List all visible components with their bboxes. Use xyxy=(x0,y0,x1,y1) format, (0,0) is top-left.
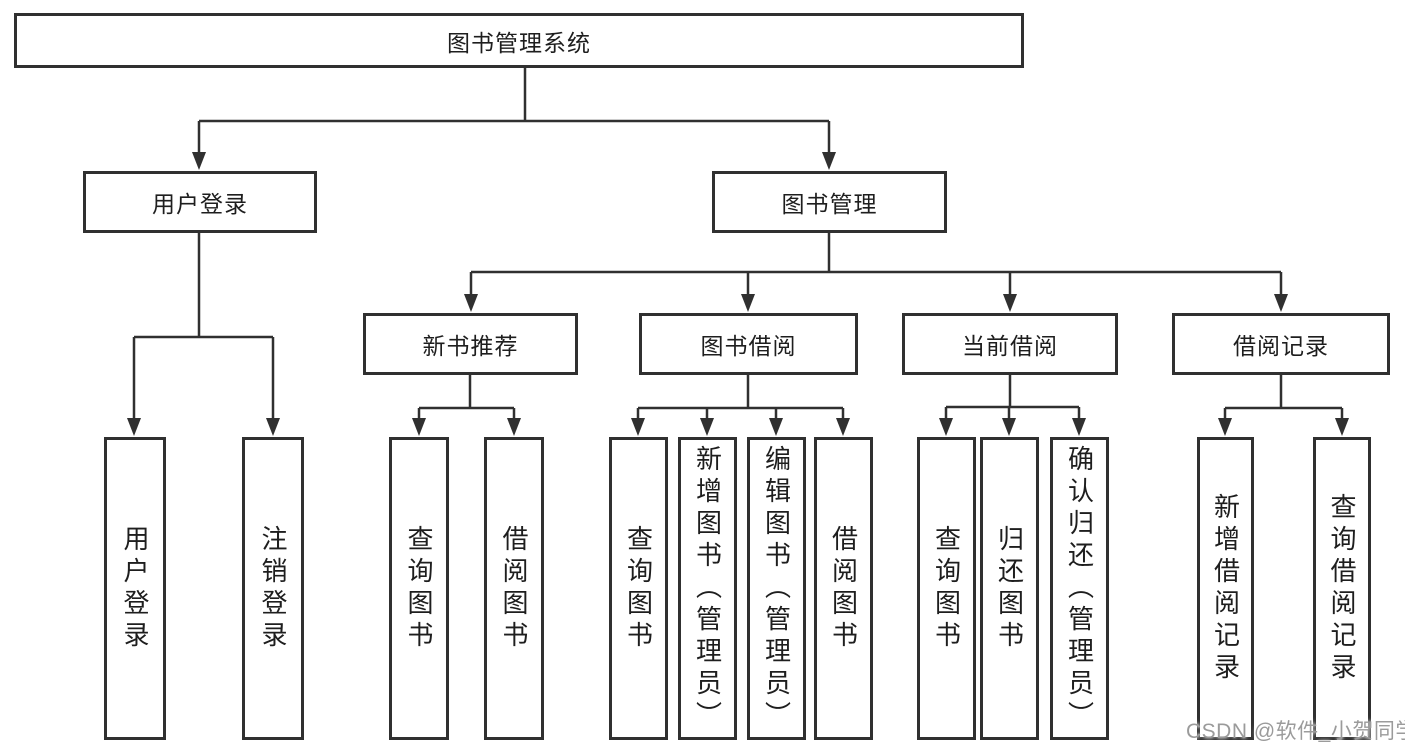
leaf-rec-add-record: 新增借阅记录 xyxy=(1197,437,1254,740)
leaf-cb-query-books: 查询图书 xyxy=(917,437,976,740)
node-new-book-recommend: 新书推荐 xyxy=(363,313,578,375)
leaf-logout: 注销登录 xyxy=(242,437,304,740)
arrow-down-icon xyxy=(700,418,714,436)
node-book-borrow: 图书借阅 xyxy=(639,313,858,375)
arrow-down-icon xyxy=(1218,418,1232,436)
arrow-down-icon xyxy=(1072,418,1086,436)
leaf-bb-query-books: 查询图书 xyxy=(609,437,668,740)
connector-path xyxy=(132,68,1344,418)
arrow-down-icon xyxy=(769,418,783,436)
arrow-down-icon xyxy=(464,294,478,312)
arrow-down-icon xyxy=(741,294,755,312)
leaf-rec-query-record: 查询借阅记录 xyxy=(1313,437,1371,740)
arrow-down-icon xyxy=(822,152,836,170)
arrow-down-icon xyxy=(1335,418,1349,436)
node-root-system: 图书管理系统 xyxy=(14,13,1024,68)
leaf-user-login: 用户登录 xyxy=(104,437,166,740)
node-borrow-records: 借阅记录 xyxy=(1172,313,1390,375)
arrow-down-icon xyxy=(939,418,953,436)
leaf-nb-borrow-books: 借阅图书 xyxy=(484,437,544,740)
leaf-bb-borrow-books: 借阅图书 xyxy=(814,437,873,740)
arrow-down-icon xyxy=(631,418,645,436)
arrow-down-icon xyxy=(266,418,280,436)
arrow-down-icon xyxy=(836,418,850,436)
leaf-bb-edit-books-admin: 编辑图书（管理员） xyxy=(747,437,806,740)
leaf-bb-add-books-admin: 新增图书（管理员） xyxy=(678,437,737,740)
arrow-down-icon xyxy=(1002,418,1016,436)
watermark: CSDN @软件_小贺同学 xyxy=(1186,720,1405,743)
leaf-cb-return-books: 归还图书 xyxy=(980,437,1039,740)
leaf-nb-query-books: 查询图书 xyxy=(389,437,449,740)
leaf-cb-confirm-return-admin: 确认归还（管理员） xyxy=(1050,437,1109,740)
node-user-login: 用户登录 xyxy=(83,171,317,233)
arrow-down-icon xyxy=(412,418,426,436)
arrow-down-icon xyxy=(507,418,521,436)
arrow-down-icon xyxy=(127,418,141,436)
node-current-borrow: 当前借阅 xyxy=(902,313,1118,375)
arrow-down-icon xyxy=(1274,294,1288,312)
arrow-down-icon xyxy=(1003,294,1017,312)
node-book-management: 图书管理 xyxy=(712,171,947,233)
arrow-down-icon xyxy=(192,152,206,170)
